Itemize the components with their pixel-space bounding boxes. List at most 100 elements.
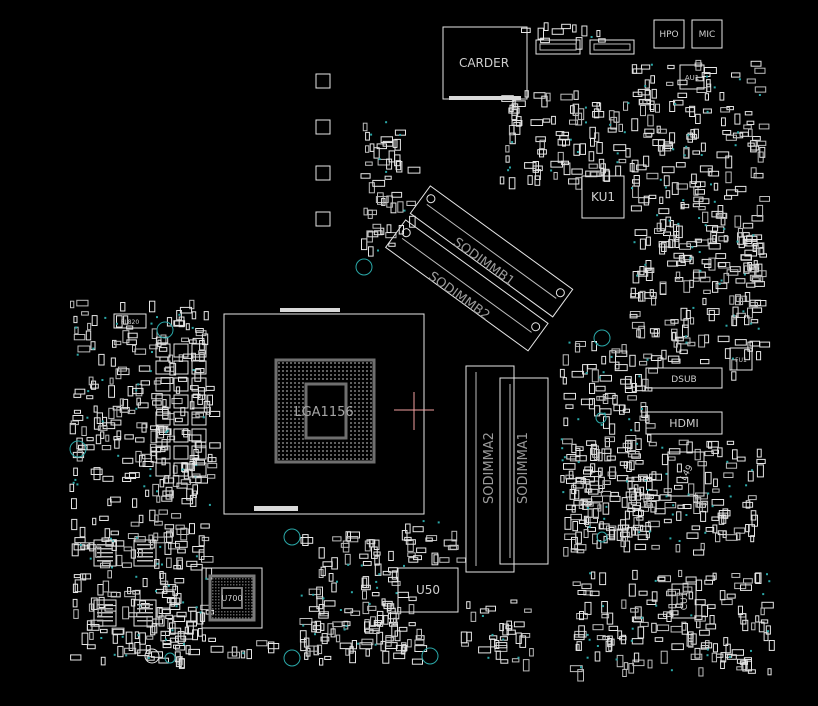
- bga-pin: [248, 605, 250, 607]
- socket-pin: [338, 446, 340, 448]
- au1-chip[interactable]: AU1: [679, 64, 705, 90]
- via-dot: [159, 545, 162, 548]
- bga-pin: [233, 581, 235, 583]
- socket-pin: [290, 402, 292, 404]
- socket-pin: [370, 414, 372, 416]
- top-connector-right[interactable]: [589, 39, 635, 55]
- socket-pin: [362, 418, 364, 420]
- smd-part: [659, 219, 667, 231]
- via-dot: [687, 134, 690, 137]
- sodimma2-slot[interactable]: SODIMMA2: [465, 365, 515, 573]
- socket-pin: [286, 442, 288, 444]
- smd-part: [185, 645, 191, 655]
- via-dot: [732, 314, 735, 317]
- smd-part: [89, 631, 94, 640]
- cu1-chip[interactable]: CU1: [671, 583, 697, 619]
- socket-pin: [366, 382, 368, 384]
- pl820-component[interactable]: PL820: [113, 313, 147, 329]
- smd-part: [651, 591, 658, 602]
- smd-part: [404, 536, 412, 542]
- smd-part: [743, 578, 753, 584]
- smd-part: [180, 479, 192, 485]
- via-dot: [700, 154, 703, 156]
- smd-part: [86, 624, 100, 631]
- smd-part: [592, 624, 604, 631]
- mounting-holes: [69, 258, 611, 667]
- u700-chip[interactable]: U700: [201, 567, 263, 629]
- top-connector-left[interactable]: [535, 39, 581, 55]
- smd-part: [431, 552, 439, 566]
- smd-part: [632, 509, 644, 517]
- smd-part: [591, 341, 598, 352]
- smd-part: [622, 668, 627, 678]
- smd-part: [632, 91, 643, 97]
- smd-part: [173, 615, 186, 622]
- ram-chip: [133, 539, 157, 567]
- smd-part: [677, 504, 685, 509]
- carder-component[interactable]: CARDER: [442, 26, 528, 100]
- socket-pin: [370, 418, 372, 420]
- smd-part: [533, 92, 546, 99]
- smd-part: [694, 448, 701, 461]
- bga-pin: [215, 590, 217, 592]
- socket-pin: [298, 458, 300, 460]
- smd-part: [161, 457, 166, 466]
- ku1-chip[interactable]: KU1: [581, 175, 625, 219]
- via-dot: [685, 335, 687, 338]
- smd-part: [679, 349, 688, 355]
- socket-pin: [318, 450, 320, 452]
- socket-pin: [286, 398, 288, 400]
- smd-part: [200, 523, 210, 529]
- smd-part: [621, 344, 627, 354]
- smd-part: [691, 525, 701, 531]
- smd-part: [187, 606, 197, 612]
- hpo-jack[interactable]: HPO: [653, 19, 685, 49]
- via-dot: [610, 355, 613, 358]
- smd-part: [608, 110, 615, 121]
- smd-part: [631, 526, 636, 536]
- smd-part: [370, 616, 376, 627]
- smd-part: [675, 336, 684, 342]
- smd-part: [756, 464, 764, 478]
- bga-pin: [245, 602, 247, 604]
- socket-pin: [350, 422, 352, 424]
- via-dot: [422, 520, 425, 523]
- dsub-connector[interactable]: DSUB: [645, 367, 723, 389]
- bga-pin: [251, 617, 253, 619]
- smd-part: [744, 292, 751, 302]
- hdmi-connector[interactable]: HDMI: [645, 411, 723, 435]
- socket-pin: [278, 382, 280, 384]
- socket-pin: [362, 366, 364, 368]
- smd-part: [416, 628, 422, 639]
- smd-part: [164, 524, 175, 530]
- smd-part: [726, 440, 735, 445]
- socket-pin: [370, 366, 372, 368]
- smd-part: [576, 613, 588, 620]
- socket-pin: [338, 374, 340, 376]
- smd-part: [645, 268, 653, 281]
- sodimma1-slot[interactable]: SODIMMA1: [499, 377, 549, 565]
- socket-pin: [298, 442, 300, 444]
- smd-part: [158, 607, 171, 614]
- smd-part: [365, 648, 370, 657]
- via-dot: [650, 63, 653, 66]
- via-dot: [74, 478, 77, 481]
- socket-pin: [306, 362, 308, 364]
- via-dot: [347, 563, 350, 566]
- fu1-component[interactable]: FU1: [729, 347, 753, 371]
- smd-part: [500, 659, 509, 664]
- socket-pin: [342, 362, 344, 364]
- socket-pin: [286, 426, 288, 428]
- smd-part: [726, 593, 736, 599]
- cpu-socket[interactable]: LGA1156: [212, 308, 434, 619]
- smd-part: [181, 498, 194, 505]
- smd-part: [598, 476, 605, 489]
- u50-chip[interactable]: U50: [397, 567, 459, 613]
- socket-pin: [278, 434, 280, 436]
- socket-pin: [358, 374, 360, 376]
- mic-jack[interactable]: MIC: [691, 19, 723, 49]
- smd-part: [146, 635, 154, 640]
- smd-part: [74, 388, 86, 395]
- socket-pin: [286, 454, 288, 456]
- smd-part: [717, 262, 727, 268]
